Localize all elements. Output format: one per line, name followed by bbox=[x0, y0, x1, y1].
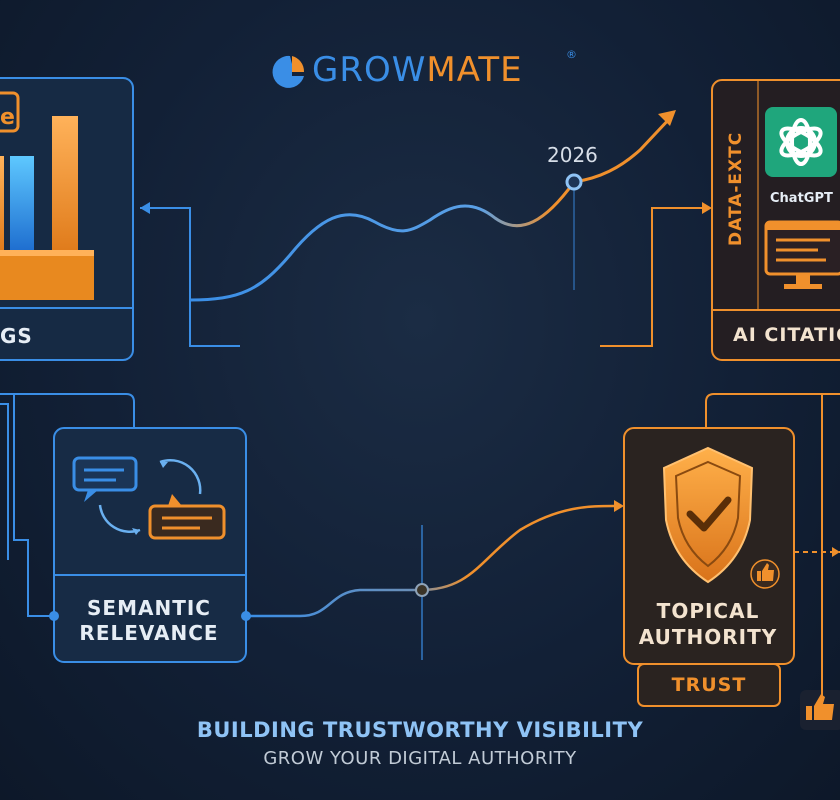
thumbs-up-icon bbox=[750, 559, 780, 589]
chatgpt-icon bbox=[765, 107, 837, 177]
arrow-right-icon-2 bbox=[614, 500, 624, 512]
ai-citations-box bbox=[711, 79, 840, 361]
footer-subline: GROW YOUR DIGITAL AUTHORITY bbox=[263, 748, 577, 769]
semantic-relevance-box bbox=[53, 427, 247, 663]
chatgpt-label: ChatGPT bbox=[770, 191, 833, 206]
arrow-left-icon bbox=[140, 202, 150, 214]
topical-label-line1: TOPICAL bbox=[656, 599, 760, 623]
orange-connectors bbox=[600, 207, 840, 700]
topical-label-line2: AUTHORITY bbox=[638, 625, 778, 649]
semantic-label-line2: RELEVANCE bbox=[79, 621, 219, 645]
shield-check-icon bbox=[662, 446, 754, 584]
semantic-node-dot-left bbox=[49, 611, 59, 621]
footer-headline: BUILDING TRUSTWORTHY VISIBILITY bbox=[196, 718, 644, 742]
semantic-relevance-label: SEMANTIC RELEVANCE bbox=[54, 596, 244, 646]
thumbs-up-badge-icon bbox=[800, 690, 840, 730]
timeline-marker-2026 bbox=[565, 173, 583, 191]
chat-bubbles-icon bbox=[72, 456, 226, 540]
monitor-icon bbox=[764, 220, 840, 289]
trend-arrow-icon bbox=[658, 110, 676, 126]
bar-chart-icon bbox=[0, 116, 94, 300]
topical-authority-label: TOPICAL AUTHORITY bbox=[622, 598, 794, 650]
arrow-right-icon-3 bbox=[832, 547, 840, 557]
data-extraction-vertical-label: DATA-EXTC bbox=[726, 131, 746, 246]
semantic-label-line1: SEMANTIC bbox=[87, 596, 211, 620]
ai-citations-label: AI CITATIC bbox=[733, 324, 840, 346]
blue-connectors bbox=[0, 207, 240, 617]
timeline-year-label: 2026 bbox=[547, 143, 598, 167]
trend-line bbox=[189, 114, 674, 302]
arrow-right-icon bbox=[702, 202, 712, 214]
svg-text:e: e bbox=[0, 105, 15, 130]
topical-authority-box bbox=[623, 427, 795, 707]
lower-trend-line bbox=[246, 504, 615, 618]
registered-mark: ® bbox=[566, 48, 577, 61]
logo-icon bbox=[272, 55, 305, 88]
midpoint-marker bbox=[415, 583, 429, 597]
semantic-node-dot-right bbox=[241, 611, 251, 621]
rankings-badge-icon bbox=[0, 91, 20, 133]
rankings-label: GS bbox=[0, 324, 33, 348]
rankings-box: e bbox=[0, 77, 134, 361]
trust-badge: TRUST bbox=[671, 674, 747, 696]
brand-logo-text: GROWMATE bbox=[312, 50, 523, 90]
